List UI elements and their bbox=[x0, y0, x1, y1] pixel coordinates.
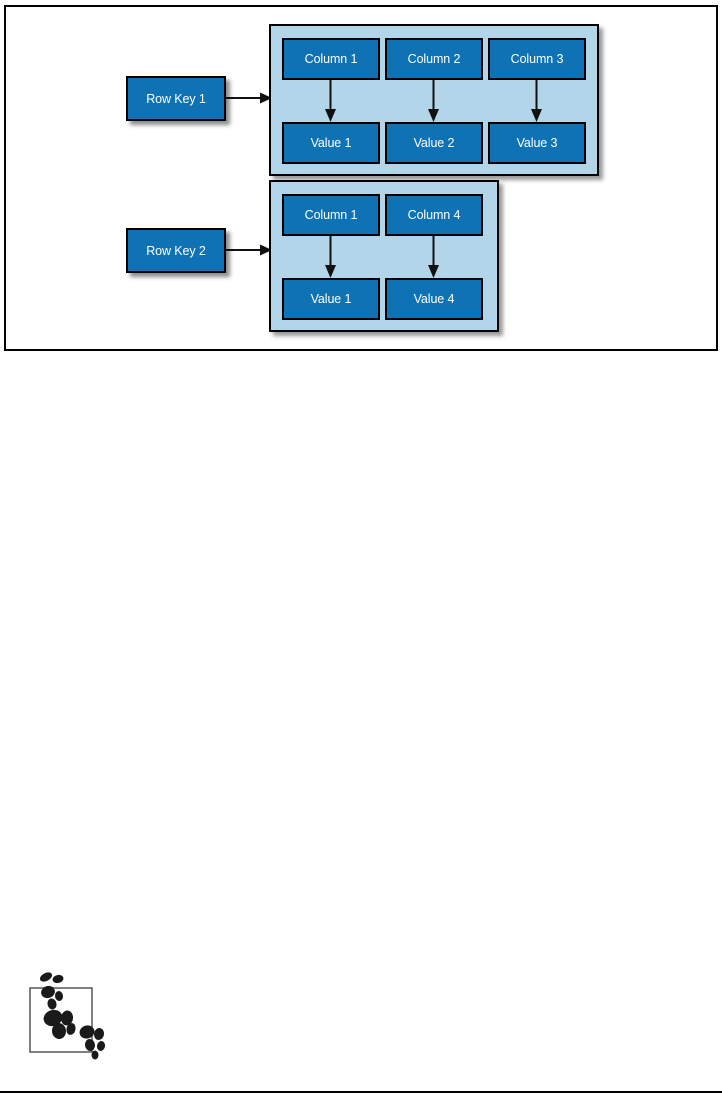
value-cell-label: Value 1 bbox=[310, 292, 352, 306]
row-key-label-1: Row Key 1 bbox=[146, 91, 206, 106]
value-cell: Value 3 bbox=[488, 122, 586, 164]
value-cell: Value 4 bbox=[385, 278, 483, 320]
down-arrow-icon bbox=[531, 80, 542, 122]
column-cell: Column 1 bbox=[282, 194, 380, 236]
value-cell-label: Value 2 bbox=[413, 136, 455, 150]
value-cell-label: Value 1 bbox=[310, 136, 352, 150]
column-cell-label: Column 1 bbox=[304, 208, 358, 222]
value-cell-label: Value 3 bbox=[516, 136, 558, 150]
figure-frame: Row Key 1 Column 1 Column 2 Column 3 Val… bbox=[4, 5, 718, 351]
row-key-label-2: Row Key 2 bbox=[146, 243, 206, 258]
column-cell-label: Column 2 bbox=[407, 52, 461, 66]
right-arrow-icon bbox=[226, 244, 272, 256]
value-cell: Value 1 bbox=[282, 122, 380, 164]
down-arrow-icon bbox=[325, 80, 336, 122]
column-cell: Column 4 bbox=[385, 194, 483, 236]
row-key-box-1: Row Key 1 bbox=[126, 76, 226, 121]
panda-paw-prints-icon bbox=[29, 972, 106, 1060]
column-cell-label: Column 3 bbox=[510, 52, 564, 66]
down-arrow-icon bbox=[428, 80, 439, 122]
column-cell: Column 2 bbox=[385, 38, 483, 80]
value-cell: Value 1 bbox=[282, 278, 380, 320]
column-cell: Column 1 bbox=[282, 38, 380, 80]
right-arrow-icon bbox=[226, 92, 272, 104]
column-cell: Column 3 bbox=[488, 38, 586, 80]
down-arrow-icon bbox=[325, 236, 336, 278]
value-cell: Value 2 bbox=[385, 122, 483, 164]
column-cell-label: Column 4 bbox=[407, 208, 461, 222]
row-key-box-2: Row Key 2 bbox=[126, 228, 226, 273]
row-group-2: Column 1 Column 4 Value 1 Value 4 bbox=[269, 180, 499, 332]
value-cell-label: Value 4 bbox=[413, 292, 455, 306]
column-cell-label: Column 1 bbox=[304, 52, 358, 66]
down-arrow-icon bbox=[428, 236, 439, 278]
page-bottom-rule bbox=[0, 1091, 722, 1093]
row-group-1: Column 1 Column 2 Column 3 Value 1 Value… bbox=[269, 24, 599, 176]
